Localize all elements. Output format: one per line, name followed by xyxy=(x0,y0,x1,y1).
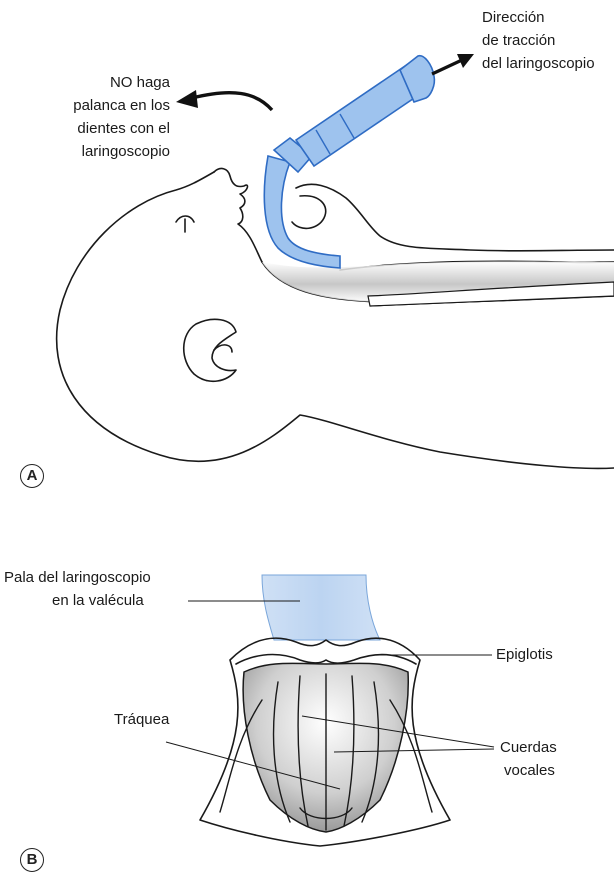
upper-lip xyxy=(292,196,326,229)
epiglottis-label: Epiglotis xyxy=(496,645,553,664)
head-outline xyxy=(57,172,614,468)
laryngoscope-blade xyxy=(264,156,340,268)
panel-a-label: A xyxy=(20,464,44,488)
tongue xyxy=(296,184,614,251)
epiglottis xyxy=(236,655,416,665)
warning-line-1: NO haga xyxy=(60,73,170,92)
pull-direction-line-1: Dirección xyxy=(482,8,545,27)
panel-b-label: B xyxy=(20,848,44,872)
warning-arrow xyxy=(176,90,272,110)
blade-in-vallecula xyxy=(262,575,380,640)
panel-a-drawing xyxy=(57,169,614,469)
warning-line-3: dientes con el xyxy=(30,119,170,138)
pull-direction-line-3: del laringoscopio xyxy=(482,54,612,73)
blade-label-line-2: en la valécula xyxy=(52,591,144,610)
ear xyxy=(184,319,236,381)
laryngoscope xyxy=(264,56,434,268)
pull-direction-line-2: de tracción xyxy=(482,31,555,50)
warning-line-2: palanca en los xyxy=(30,96,170,115)
pull-arrow xyxy=(432,54,474,74)
blade-label-line-1: Pala del laringoscopio xyxy=(4,568,151,587)
eye xyxy=(176,216,194,232)
vocal-cords-label-line-2: vocales xyxy=(504,761,555,780)
warning-line-4: laringoscopio xyxy=(30,142,170,161)
trachea-label: Tráquea xyxy=(114,710,169,729)
face-profile xyxy=(214,169,262,262)
vocal-cords-label-line-1: Cuerdas xyxy=(500,738,557,757)
